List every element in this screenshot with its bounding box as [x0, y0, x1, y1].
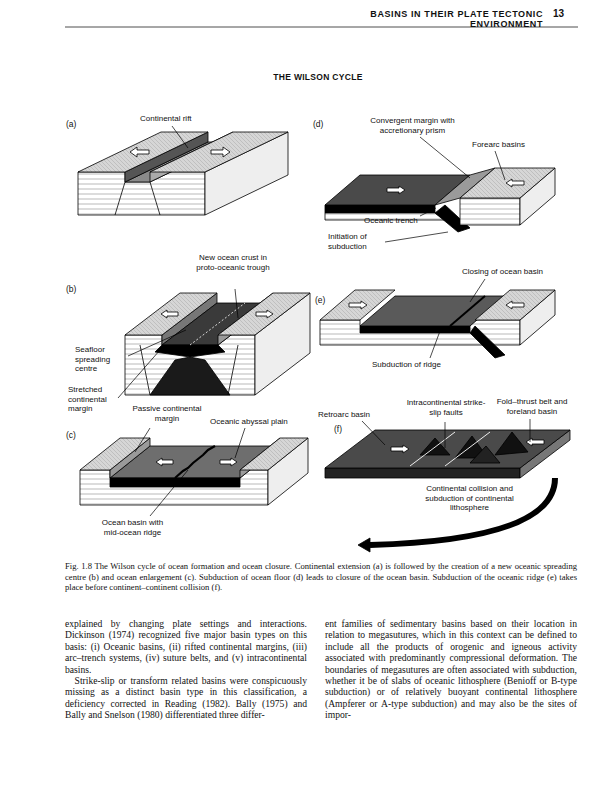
leader-lines-part [235, 289, 238, 318]
callout-label: Continental collision and subduction of … [412, 484, 527, 513]
panel-a-rift-block-part [115, 182, 125, 215]
panel-e-ridge-subduction-block [320, 290, 555, 358]
panel-f-collision-block-part [526, 438, 544, 446]
panel-d-subduction-block-part [460, 168, 555, 198]
body-paragraph: explained by changing plate settings and… [65, 618, 307, 675]
panel-d-subduction-block-part [387, 186, 405, 194]
running-header: BASINS IN THEIR PLATE TECTONIC ENVIRONME… [318, 9, 543, 29]
panel-a-rift-block [78, 132, 288, 215]
panel-b-proto-ocean-block-part [140, 345, 150, 395]
callout-label: Convergent margin with accretionary pris… [355, 116, 470, 135]
panel-a-rift-block-part [130, 147, 149, 157]
callout-label: Ocean basin with mid-ocean ridge [95, 518, 170, 537]
panel-b-proto-ocean-block-part [256, 310, 273, 318]
panel-f-collision-block-part [445, 432, 490, 466]
panel-c-ocean-basin-block-part [175, 446, 215, 478]
panel-a-rift-block-part [150, 182, 160, 215]
panel-letter: (e) [315, 295, 325, 305]
panel-f-collision-block-part [420, 438, 450, 455]
panel-e-ridge-subduction-block-part [506, 301, 524, 309]
callout-label: Continental rift [140, 114, 192, 124]
panel-b-proto-ocean-block-part [161, 310, 178, 318]
leader-lines-part [385, 232, 448, 242]
callout-label: Retroarc basin [318, 410, 370, 420]
panel-f-collision-block-part [470, 446, 500, 463]
panel-f-collision-block-part [370, 478, 555, 545]
panel-letter: (c) [66, 430, 76, 440]
leader-lines-part [135, 428, 150, 452]
panel-d-subduction-block-part [460, 198, 520, 225]
leader-lines-part [470, 279, 485, 302]
panel-e-ridge-subduction-block-part [349, 301, 367, 309]
panel-f-collision-block-part [325, 468, 520, 478]
callout-label: Oceanic trench [364, 216, 418, 226]
panel-b-proto-ocean-block-part [125, 293, 217, 335]
body-paragraph: ent families of sedimentary basins based… [325, 618, 577, 721]
callout-label: Forearc basins [472, 140, 525, 150]
leader-lines-part [445, 422, 446, 448]
panel-c-ocean-basin-block-part [156, 458, 173, 466]
panel-letter: (f) [334, 424, 342, 434]
panel-b-proto-ocean-block-part [228, 345, 238, 395]
panel-f-collision-block-part [391, 445, 409, 453]
panel-c-ocean-basin-block-part [220, 458, 237, 466]
leader-lines-part [530, 419, 531, 442]
panel-b-proto-ocean-block-part [218, 293, 310, 335]
panel-c-ocean-basin-block [80, 438, 308, 505]
callout-label: New ocean crust in proto-oceanic trough [192, 253, 274, 272]
panel-letter: (a) [66, 119, 76, 129]
panel-letter: (b) [66, 284, 76, 294]
figure-title: THE WILSON CYCLE [218, 72, 418, 82]
leader-lines [118, 126, 530, 516]
leader-lines-part [362, 421, 385, 445]
panel-b-proto-ocean-block-part [150, 357, 230, 395]
leader-lines-part [118, 350, 160, 398]
panel-e-ridge-subduction-block-part [470, 326, 505, 358]
panel-e-ridge-subduction-block-part [450, 296, 485, 326]
leader-lines-part [235, 428, 245, 458]
panel-e-ridge-subduction-block-part [320, 290, 395, 320]
leader-lines-part [495, 151, 505, 180]
panel-f-collision-block-part [410, 432, 455, 466]
panel-a-rift-block-part [211, 147, 230, 157]
leader-lines-part [150, 470, 188, 516]
callout-label: Subduction of ridge [372, 360, 441, 370]
panel-d-subduction-block [325, 168, 555, 232]
panel-e-ridge-subduction-block-part [475, 290, 555, 320]
panel-d-subduction-block-part [325, 205, 435, 213]
callout-label: Closing of ocean basin [462, 267, 543, 277]
callout-label: Fold–thrust belt and foreland basin [489, 397, 575, 416]
callout-label: Initiation of subduction [328, 232, 384, 251]
leader-lines-part [420, 137, 470, 178]
leader-lines-part [420, 208, 436, 216]
callout-label: Stretched continental margin [68, 385, 120, 414]
panel-letter: (d) [313, 119, 323, 129]
panel-d-subduction-block-part [506, 179, 524, 187]
leader-lines-part [430, 331, 440, 358]
panel-b-proto-ocean-block-part [155, 345, 225, 357]
leader-lines-part [128, 330, 186, 356]
page-number: 13 [553, 8, 564, 19]
body-paragraph: Strike-slip or transform related basins … [65, 675, 307, 721]
panel-c-ocean-basin-block-part [80, 438, 150, 470]
callout-label: Oceanic abyssal plain [210, 417, 288, 427]
panel-c-ocean-basin-block-part [240, 438, 308, 470]
leader-lines-part [172, 126, 188, 148]
panel-b-proto-ocean-block [125, 293, 310, 395]
panel-f-collision-block [325, 430, 570, 552]
panel-f-collision-block-part [325, 430, 570, 468]
panel-a-rift-block-part [150, 132, 288, 172]
panel-f-collision-block-part [358, 538, 370, 552]
callout-label: Seafloor spreading centre [75, 345, 125, 374]
panel-f-collision-block-part [495, 432, 528, 455]
callout-label: Passive continental margin [125, 404, 209, 423]
callout-label: Intracontinental strike-slip faults [406, 398, 486, 417]
figure-caption: Fig. 1.8 The Wilson cycle of ocean forma… [65, 561, 577, 593]
panel-e-ridge-subduction-block-part [360, 326, 470, 333]
